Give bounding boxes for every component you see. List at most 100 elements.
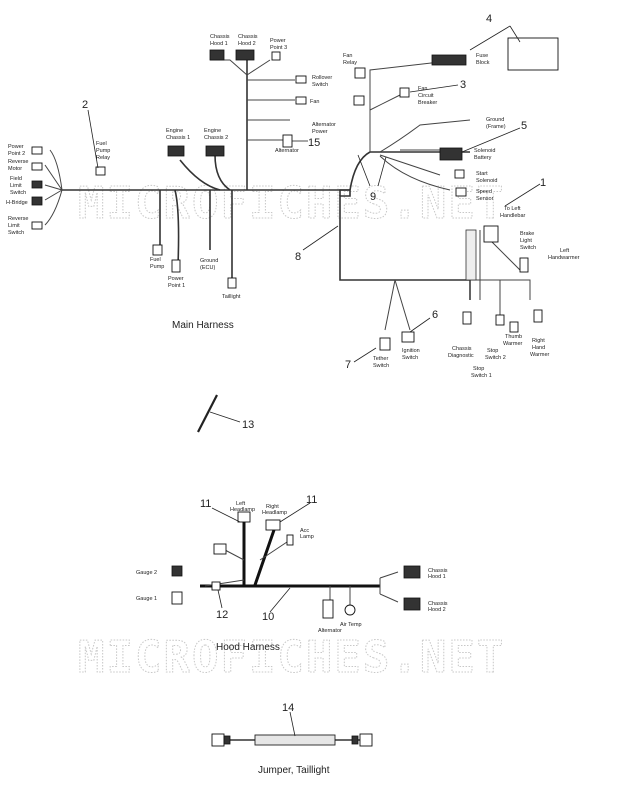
label-taillight: Taillight (222, 294, 241, 300)
svg-text:Solenoid: Solenoid (474, 148, 495, 154)
label-air-temp: Air Temp (340, 622, 362, 628)
svg-text:Chassis: Chassis (210, 34, 230, 40)
svg-text:Engine: Engine (166, 128, 183, 134)
callout-6: 6 (432, 309, 438, 321)
svg-text:Fuse: Fuse (476, 53, 488, 59)
svg-text:Chassis: Chassis (428, 601, 448, 607)
label-gauge-1: Gauge 1 (136, 596, 157, 602)
svg-text:Chassis: Chassis (238, 34, 258, 40)
svg-text:Sensor: Sensor (476, 196, 494, 202)
svg-text:Point 1: Point 1 (168, 283, 185, 289)
label-h-bridge: H-Bridge (6, 200, 28, 206)
callout-12: 12 (216, 609, 228, 621)
main-harness-title: Main Harness (172, 320, 234, 331)
svg-text:Point 2: Point 2 (8, 151, 25, 157)
callout-4: 4 (486, 13, 492, 25)
callout-8: 8 (295, 251, 301, 263)
svg-text:Switch: Switch (520, 245, 536, 251)
svg-text:(ECU): (ECU) (200, 265, 215, 271)
callout-7: 7 (345, 359, 351, 371)
jumper-title: Jumper, Taillight (258, 765, 330, 776)
label-ground-ecu: Ground(ECU) (200, 258, 218, 271)
callout-3: 3 (460, 79, 466, 91)
svg-text:Switch 2: Switch 2 (485, 355, 506, 361)
svg-text:Hood 2: Hood 2 (428, 607, 446, 613)
svg-text:Gauge 2: Gauge 2 (136, 570, 157, 576)
svg-text:Fan: Fan (343, 53, 352, 59)
callout-11-right: 11 (306, 494, 317, 506)
svg-text:Ground: Ground (200, 258, 218, 264)
svg-text:Power: Power (270, 38, 286, 44)
label-hood-alternator: Alternator (318, 628, 342, 634)
svg-text:Hood 1: Hood 1 (428, 574, 446, 580)
svg-text:Left: Left (236, 501, 246, 507)
svg-text:Chassis 2: Chassis 2 (204, 135, 228, 141)
svg-text:Relay: Relay (343, 60, 357, 66)
svg-text:Tether: Tether (373, 356, 388, 362)
svg-text:Hood 2: Hood 2 (238, 41, 256, 47)
svg-text:Breaker: Breaker (418, 100, 437, 106)
svg-text:Pump: Pump (96, 148, 110, 154)
svg-text:Warmer: Warmer (503, 341, 523, 347)
callout-13: 13 (242, 419, 254, 431)
svg-text:Switch 1: Switch 1 (471, 373, 492, 379)
svg-text:Right: Right (532, 338, 545, 344)
svg-text:Right: Right (266, 504, 279, 510)
svg-text:Field: Field (10, 176, 22, 182)
svg-text:(Frame): (Frame) (486, 124, 506, 130)
svg-text:Ground: Ground (486, 117, 504, 123)
svg-text:Solenoid: Solenoid (476, 178, 497, 184)
svg-text:Lamp: Lamp (300, 534, 314, 540)
jumper-taillight: 14 Jumper, Taillight (211, 702, 373, 776)
svg-text:Gauge 1: Gauge 1 (136, 596, 157, 602)
svg-text:Speed: Speed (476, 189, 492, 195)
svg-text:Start: Start (476, 171, 488, 177)
svg-text:Switch: Switch (373, 363, 389, 369)
svg-text:Switch: Switch (8, 230, 24, 236)
svg-text:Diagnostic: Diagnostic (448, 353, 474, 359)
svg-text:Taillight: Taillight (222, 294, 241, 300)
svg-text:Light: Light (520, 238, 532, 244)
part-13: 13 (197, 394, 254, 433)
svg-text:Power: Power (8, 144, 24, 150)
svg-text:Circuit: Circuit (418, 93, 434, 99)
svg-text:Left: Left (560, 248, 570, 254)
svg-text:Rollover: Rollover (312, 75, 332, 81)
svg-text:Thumb: Thumb (505, 334, 522, 340)
svg-text:Fuel: Fuel (150, 257, 161, 263)
watermark-bottom: MICROFICHES.NET (78, 632, 505, 683)
battery-branch-wire (349, 151, 470, 191)
callout-9: 9 (370, 191, 376, 203)
svg-text:Relay: Relay (96, 155, 110, 161)
svg-text:Handlebar: Handlebar (500, 213, 526, 219)
svg-text:Air Temp: Air Temp (340, 622, 362, 628)
svg-text:H-Bridge: H-Bridge (6, 200, 28, 206)
svg-text:Power: Power (168, 276, 184, 282)
svg-text:Alternator: Alternator (318, 628, 342, 634)
